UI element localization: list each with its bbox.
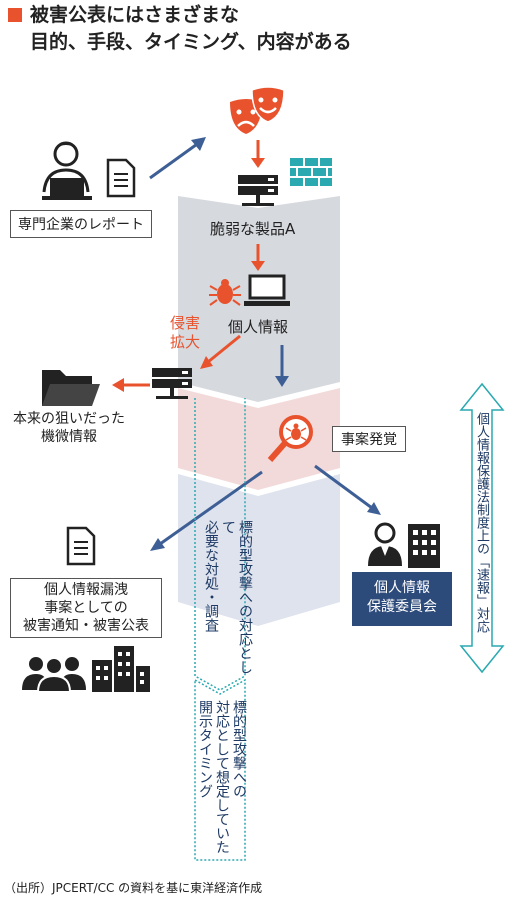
arrow-server2-to-folder <box>112 378 150 392</box>
timing-range-targeted-response <box>194 398 246 691</box>
law-response-double-arrow <box>459 382 505 674</box>
timing-range-disclosure <box>194 678 246 861</box>
magnifier-bug-icon <box>267 415 313 462</box>
band-pink <box>178 388 340 490</box>
person-laptop-icon <box>42 141 92 200</box>
title-line-2: 目的、手段、タイミング、内容がある <box>30 31 352 53</box>
ppc-box: 個人情報 保護委員会 <box>352 572 452 626</box>
arrow-personal-to-server2 <box>200 334 241 369</box>
arrow-personal-down <box>275 345 289 387</box>
arrow-hackers-to-server <box>251 140 265 168</box>
people-icon <box>22 657 86 692</box>
target-info-label: 本来の狙いだった 機微情報 <box>6 410 132 446</box>
title-line-1: 被害公表にはさまざまな <box>30 4 240 26</box>
band-lavender <box>178 474 340 626</box>
disclosure-timing-line-1: 標的型攻撃への <box>231 700 247 798</box>
theater-masks-icon <box>230 86 285 134</box>
building-icon-2 <box>92 646 150 692</box>
arrow-report-to-hackers <box>149 137 206 180</box>
disclosure-timing-text: 標的型攻撃への 対応として想定していた 開示タイミング <box>196 700 247 860</box>
ppc-line-1: 個人情報 <box>374 580 430 596</box>
vulnerable-product-label: 脆弱な製品A <box>210 220 296 238</box>
targeted-response-line-2: 必要な対処・調査 <box>203 520 219 632</box>
bug-icon <box>209 279 241 306</box>
expert-report-label: 専門企業のレポート <box>10 210 152 238</box>
incident-discovered-label: 事案発覚 <box>332 426 406 452</box>
leak-notice-box: 個人情報漏洩 事案としての 被害通知・被害公表 <box>10 578 162 638</box>
document-icon <box>106 158 136 198</box>
title-marker <box>8 8 22 22</box>
target-info-line-1: 本来の狙いだった <box>13 411 125 427</box>
server-icon <box>238 175 278 206</box>
laptop-icon <box>244 274 290 306</box>
source-note: （出所）JPCERT/CC の資料を基に東洋経済作成 <box>4 881 263 895</box>
building-icon <box>408 524 440 568</box>
firewall-icon <box>290 158 332 186</box>
arrow-discovery-to-leak <box>150 470 263 551</box>
disclosure-timing-line-2: 対応として想定していた <box>214 700 230 854</box>
damage-spread-label: 侵害拡大 <box>169 314 200 351</box>
law-response-text: 個人情報保護法制度上の「速報」対応 <box>474 412 489 633</box>
disclosure-timing-line-3: 開示タイミング <box>197 700 213 798</box>
arrow-product-to-laptop <box>251 244 265 271</box>
leak-notice-line-1: 個人情報漏洩 <box>44 582 128 598</box>
target-info-line-2: 機微情報 <box>41 429 97 445</box>
folder-icon <box>42 370 100 406</box>
server-icon-2 <box>152 368 192 399</box>
page-title: 被害公表にはさまざまな 目的、手段、タイミング、内容がある <box>30 2 352 56</box>
targeted-response-line-1: 標的型攻撃への対応として <box>220 520 253 674</box>
personal-info-label: 個人情報 <box>228 318 289 336</box>
leak-notice-line-3: 被害通知・被害公表 <box>23 618 149 634</box>
person-suit-icon <box>368 522 402 566</box>
document-icon-2 <box>66 526 96 566</box>
arrow-discovery-to-ppc <box>314 464 381 515</box>
ppc-line-2: 保護委員会 <box>367 599 437 615</box>
leak-notice-line-2: 事案としての <box>44 600 128 616</box>
targeted-response-text: 標的型攻撃への対応として 必要な対処・調査 <box>202 520 253 680</box>
